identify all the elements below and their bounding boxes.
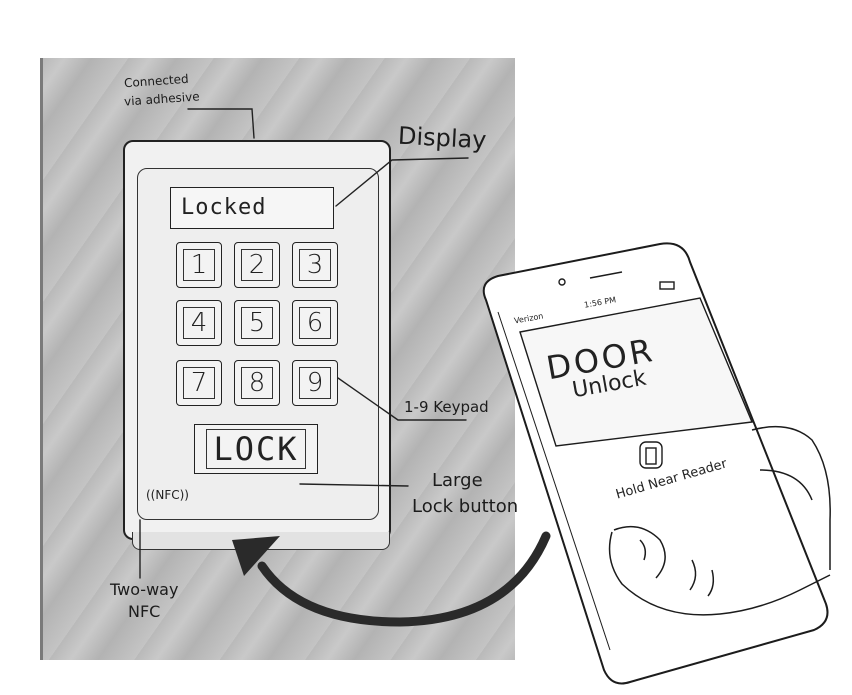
keypad-key-label: 4 xyxy=(183,307,215,339)
adhesive-pointer-line xyxy=(187,108,255,139)
phone-edge xyxy=(497,311,611,651)
keypad-key-3[interactable]: 3 xyxy=(292,242,338,288)
nfc-badge: ((NFC)) xyxy=(146,488,189,502)
phone-speaker xyxy=(589,271,623,279)
keypad-key-9[interactable]: 9 xyxy=(292,360,338,406)
keypad-key-1[interactable]: 1 xyxy=(176,242,222,288)
arrow-head xyxy=(232,536,280,576)
display-pointer-line xyxy=(335,157,469,207)
keypad-display: Locked xyxy=(170,187,334,229)
keypad-key-label: 8 xyxy=(241,367,273,399)
nfc-label-line2: NFC xyxy=(128,602,161,621)
lock-pointer-line xyxy=(299,483,409,487)
display-label: Display xyxy=(397,121,488,155)
keypad-key-8[interactable]: 8 xyxy=(234,360,280,406)
lock-button-label: LOCK xyxy=(206,429,306,469)
keypad-key-label: 6 xyxy=(299,307,331,339)
phone-screen xyxy=(519,297,754,447)
phone-camera xyxy=(558,278,566,286)
door-icon xyxy=(645,447,657,465)
keypad-key-label: 5 xyxy=(241,307,273,339)
keypad-key-label: 9 xyxy=(299,367,331,399)
hand-illustration xyxy=(608,425,831,616)
keypad-key-label: 7 xyxy=(183,367,215,399)
battery-icon xyxy=(659,281,675,290)
lock-button[interactable]: LOCK xyxy=(194,424,318,474)
curved-arrow xyxy=(257,531,551,627)
lock-button-label-line2: Lock button xyxy=(412,496,519,517)
keypad-key-label: 1 xyxy=(183,249,215,281)
keypad-key-2[interactable]: 2 xyxy=(234,242,280,288)
keypad-pointer-line xyxy=(337,377,467,421)
keypad-key-4[interactable]: 4 xyxy=(176,300,222,346)
nfc-label-line1: Two-way xyxy=(110,580,179,599)
keypad-key-5[interactable]: 5 xyxy=(234,300,280,346)
lock-button-label-line1: Large xyxy=(432,470,483,491)
keypad-key-label: 2 xyxy=(241,249,273,281)
keypad-key-6[interactable]: 6 xyxy=(292,300,338,346)
keypad-key-7[interactable]: 7 xyxy=(176,360,222,406)
keypad-label: 1-9 Keypad xyxy=(404,398,489,416)
keypad-key-label: 3 xyxy=(299,249,331,281)
door-app-icon xyxy=(639,441,663,469)
